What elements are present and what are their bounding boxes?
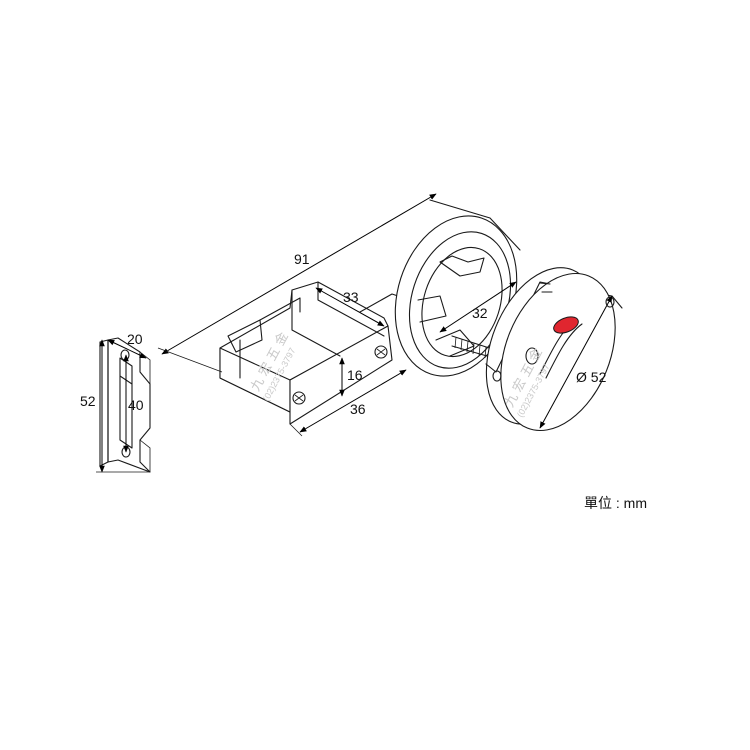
dim-slot-width: 33 <box>343 289 359 305</box>
unit-label: 單位 : mm <box>584 495 647 511</box>
dim-knob-diameter: Ø 52 <box>576 369 607 385</box>
dim-overall-length: 91 <box>294 251 310 267</box>
dimension-labels: 91 33 32 Ø 52 16 36 20 52 40 <box>80 251 607 417</box>
dim-body-length: 36 <box>350 401 366 417</box>
dim-body-height: 16 <box>347 367 363 383</box>
dim-plate-width: 20 <box>127 331 143 347</box>
dim-plate-height: 52 <box>80 393 96 409</box>
dim-hole-spacing: 40 <box>128 397 144 413</box>
dim-bolt-travel: 32 <box>472 305 488 321</box>
dimension-lines <box>96 193 613 473</box>
